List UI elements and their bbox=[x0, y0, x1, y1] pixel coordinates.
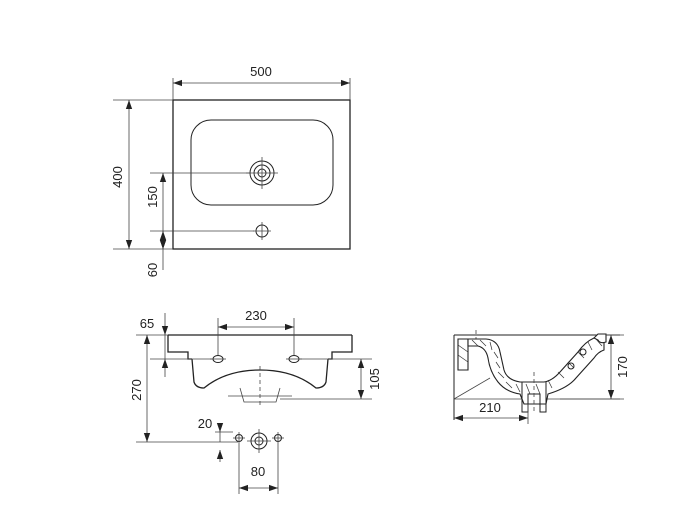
side-depth-dimension-label: 210 bbox=[479, 400, 501, 415]
bowl-outline bbox=[190, 119, 334, 206]
waste-outlet bbox=[247, 429, 271, 453]
bottom-fixing-right bbox=[272, 432, 284, 444]
tap-offset-dimension-label: 150 bbox=[145, 186, 160, 208]
bottom-fixing-left bbox=[233, 432, 245, 444]
small-offset-dimension-label: 20 bbox=[198, 416, 212, 431]
fixing-hole-left bbox=[210, 355, 226, 363]
basin-outline bbox=[172, 99, 351, 250]
drain-hole bbox=[253, 222, 271, 240]
depth-dimension-label: 400 bbox=[110, 166, 125, 188]
height-dimension-label: 270 bbox=[129, 379, 144, 401]
hole-spacing-dimension-label: 230 bbox=[245, 308, 267, 323]
width-dimension-label: 500 bbox=[250, 64, 272, 79]
edge-to-holes-dimension-label: 65 bbox=[140, 316, 154, 331]
side-height-dimension-label: 170 bbox=[615, 356, 630, 378]
top-view: 500 400 150 60 bbox=[110, 64, 351, 277]
tap-hole bbox=[246, 157, 278, 189]
side-view: 170 210 bbox=[453, 330, 630, 424]
front-view: 230 65 270 105 bbox=[129, 308, 382, 494]
fixing-hole-right bbox=[286, 355, 302, 363]
bowl-section bbox=[467, 337, 605, 405]
fixing-spacing-dimension-label: 80 bbox=[251, 464, 265, 479]
drain-offset-dimension-label: 60 bbox=[145, 263, 160, 277]
hole-height-dimension-label: 105 bbox=[367, 368, 382, 390]
